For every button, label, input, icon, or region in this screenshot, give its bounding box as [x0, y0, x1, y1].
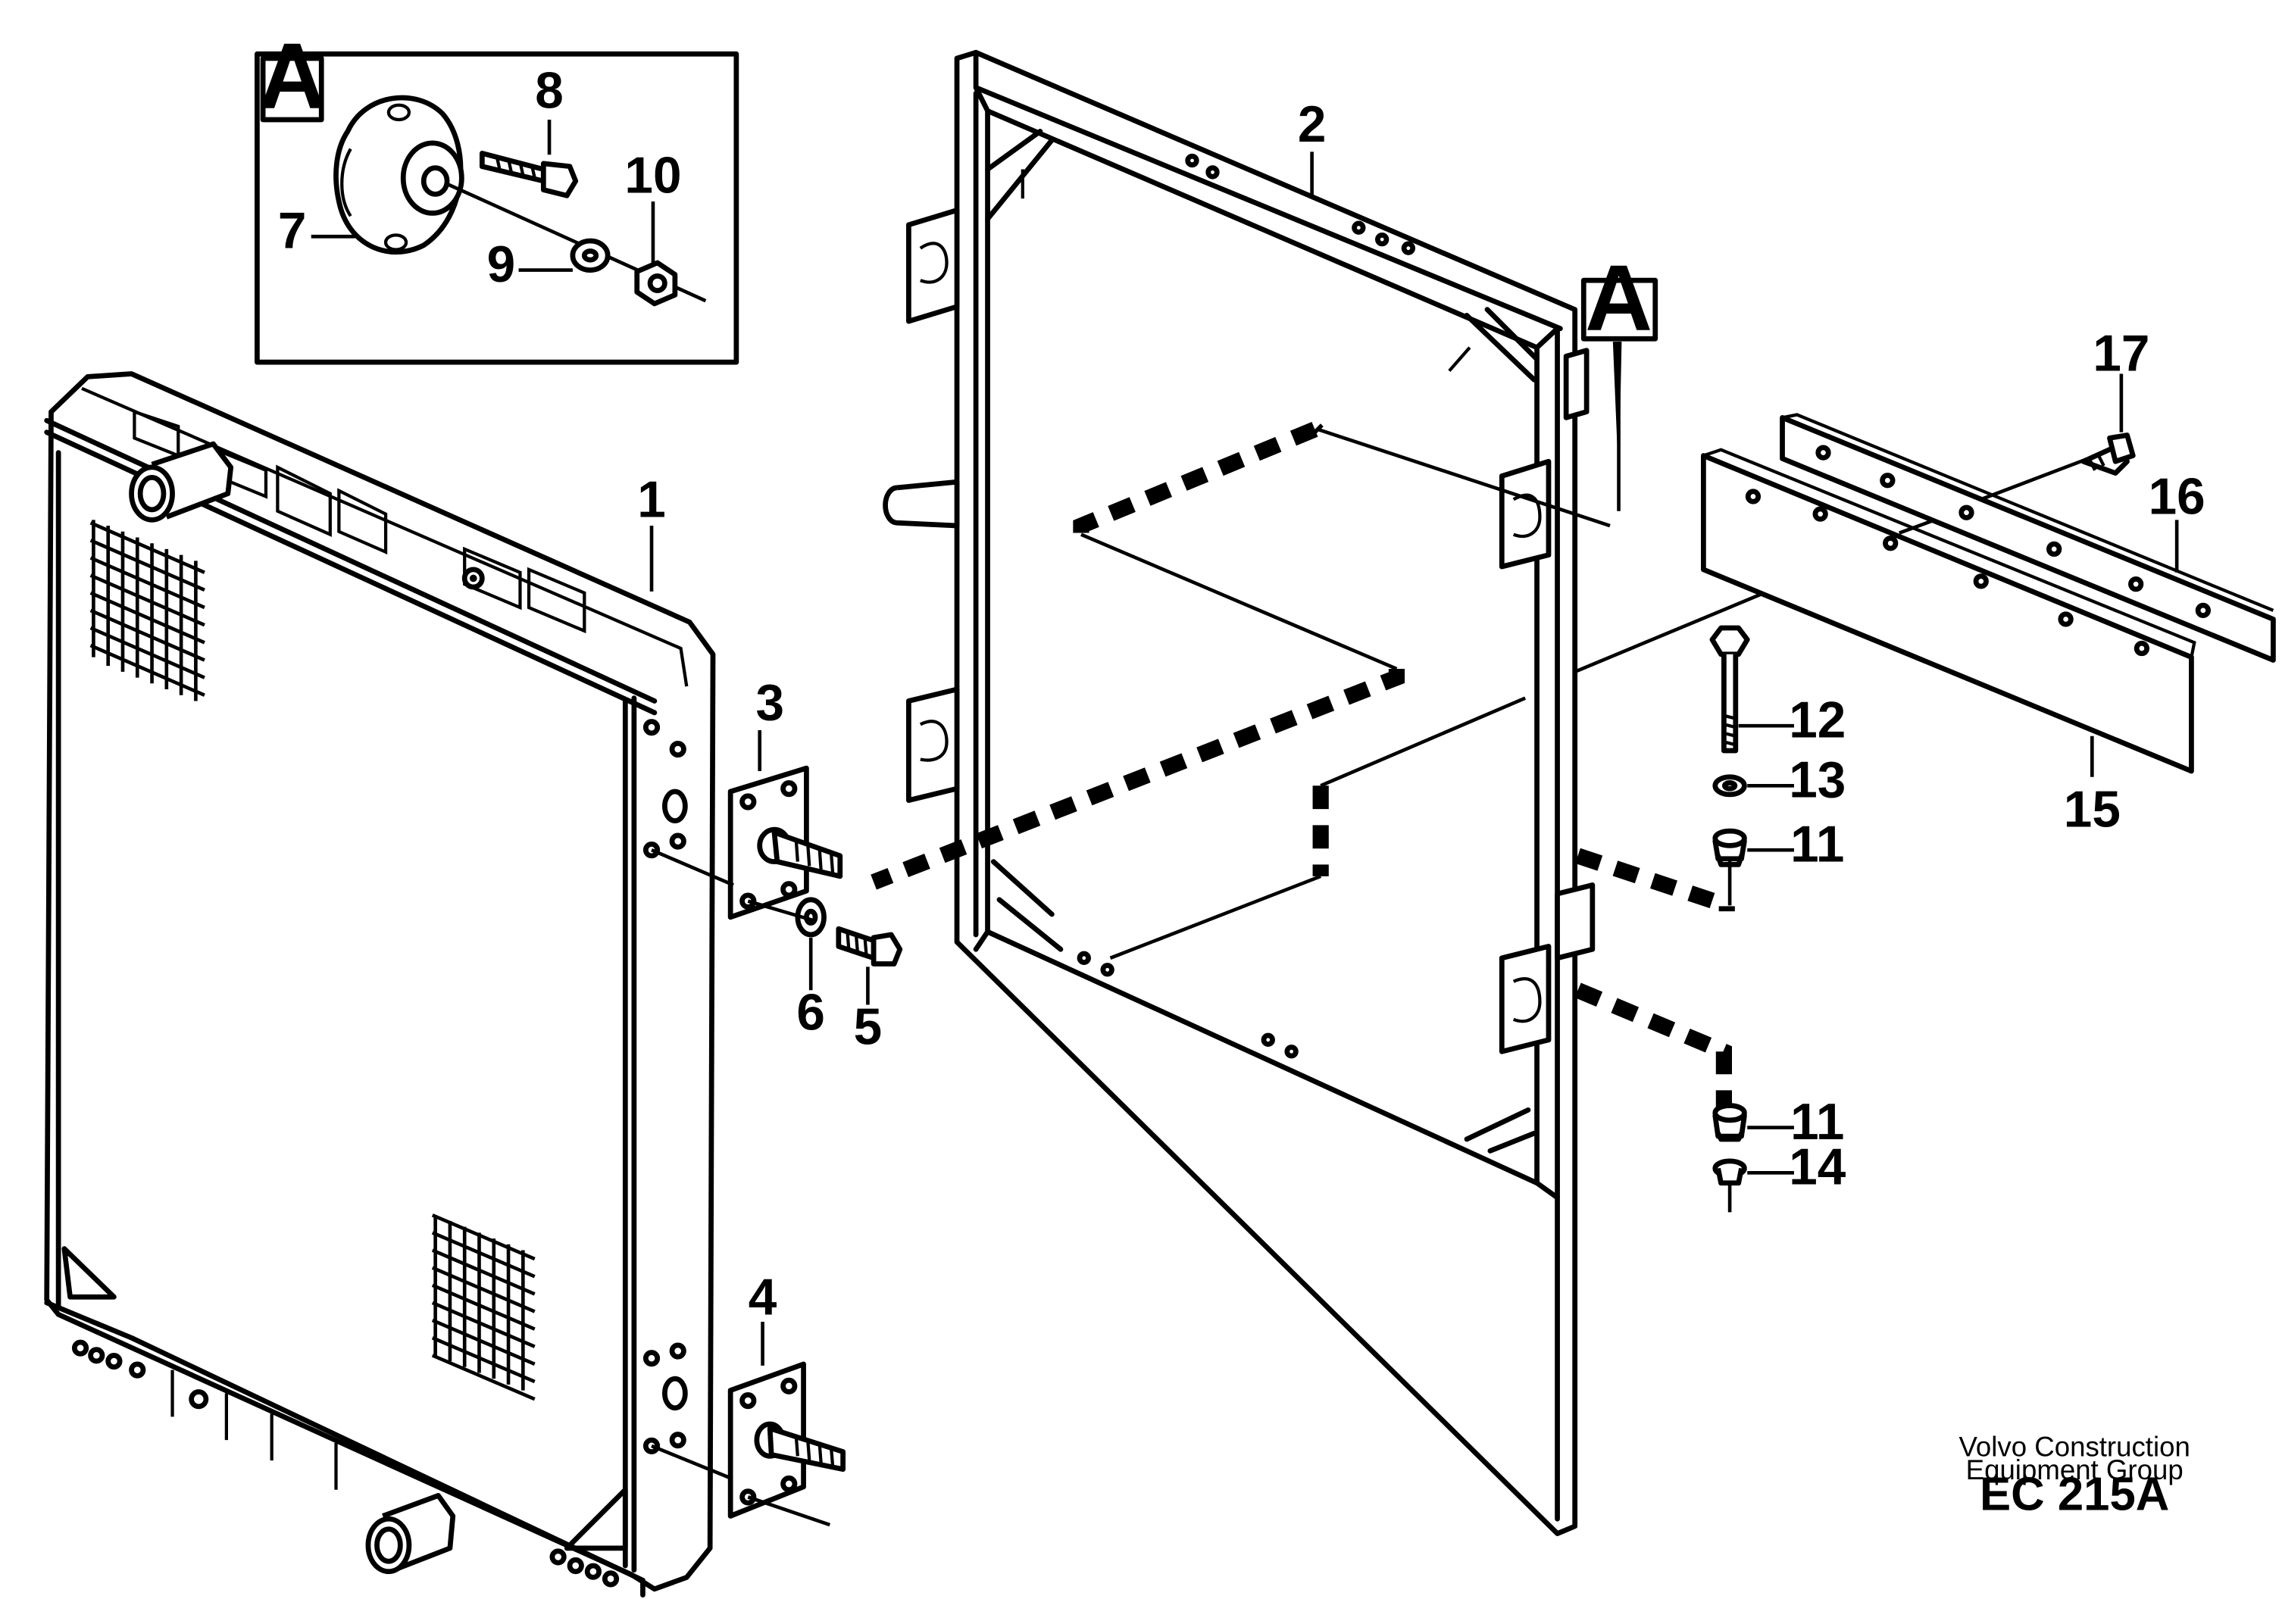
callout-7: 7 — [278, 203, 307, 260]
bottom-tank-holes — [71, 1339, 620, 1588]
assembly-lines — [1080, 427, 2105, 1213]
callout-9: 9 — [487, 236, 516, 293]
lower-core-grid — [431, 1213, 536, 1401]
seal-contour-dashed — [871, 421, 1735, 1110]
bracket-4-drawing — [727, 1361, 846, 1519]
washer-9-drawing — [570, 238, 611, 273]
credit-line-1: Volvo Construction — [1958, 1431, 2190, 1462]
callout-13: 13 — [1789, 752, 1846, 809]
callout-14: 14 — [1789, 1139, 1846, 1196]
rubber-mount-drawing — [333, 95, 464, 255]
callout-11-lower: 11 — [1790, 1094, 1844, 1151]
callout-11-upper: 11 — [1790, 817, 1844, 873]
strip-15-drawing — [1701, 448, 2196, 774]
callout-4: 4 — [749, 1269, 777, 1326]
bracket-3-drawing — [727, 765, 843, 920]
bolt-12-drawing — [1709, 625, 1750, 754]
nut-14-drawing — [1712, 1158, 1747, 1186]
inset-label-a: A — [258, 24, 326, 129]
callout-8: 8 — [535, 63, 564, 120]
frame-detail-marker-a: A — [1580, 246, 1658, 511]
bolt-5-drawing — [836, 926, 903, 967]
nut-10-drawing — [634, 260, 678, 307]
callout-10: 10 — [624, 147, 681, 204]
callout-1: 1 — [637, 471, 666, 528]
drawing-code: EC 215A — [1980, 1469, 2169, 1521]
callout-2: 2 — [1298, 96, 1327, 153]
lower-hose-neck-drawing — [365, 1493, 456, 1575]
callout-12: 12 — [1789, 692, 1846, 749]
shroud-frame-drawing: 2 — [883, 49, 1596, 1536]
strip-16-drawing — [1780, 413, 2276, 663]
upper-hose-neck-drawing — [129, 441, 234, 523]
frame-top-holes — [1077, 153, 1416, 1059]
callout-17: 17 — [2093, 326, 2149, 383]
washer-13-drawing — [1712, 774, 1747, 798]
bolt-8-drawing — [479, 150, 579, 198]
credit-block: Volvo Construction Equipment Group EC 21… — [1958, 1431, 2190, 1520]
spacer-11-top-drawing — [1712, 828, 1747, 867]
frame-right-lugs — [1499, 348, 1596, 1054]
callout-5: 5 — [854, 999, 883, 1056]
credit-line-2: Equipment Group — [1966, 1454, 2184, 1485]
detail-inset-a: A 8 10 7 9 — [255, 24, 739, 365]
callout-16: 16 — [2149, 469, 2205, 526]
callout-6: 6 — [796, 984, 825, 1041]
side-bracket-holes — [642, 719, 688, 1454]
screw-17-drawing — [2080, 433, 2136, 476]
frame-label-a: A — [1585, 246, 1652, 351]
upper-core-grid — [89, 520, 205, 701]
callout-3: 3 — [755, 675, 784, 732]
spacer-11-bottom-drawing — [1712, 1103, 1747, 1142]
frame-left-lugs — [883, 208, 960, 803]
radiator-drawing: 1 — [44, 371, 716, 1597]
callout-15: 15 — [2064, 781, 2121, 838]
